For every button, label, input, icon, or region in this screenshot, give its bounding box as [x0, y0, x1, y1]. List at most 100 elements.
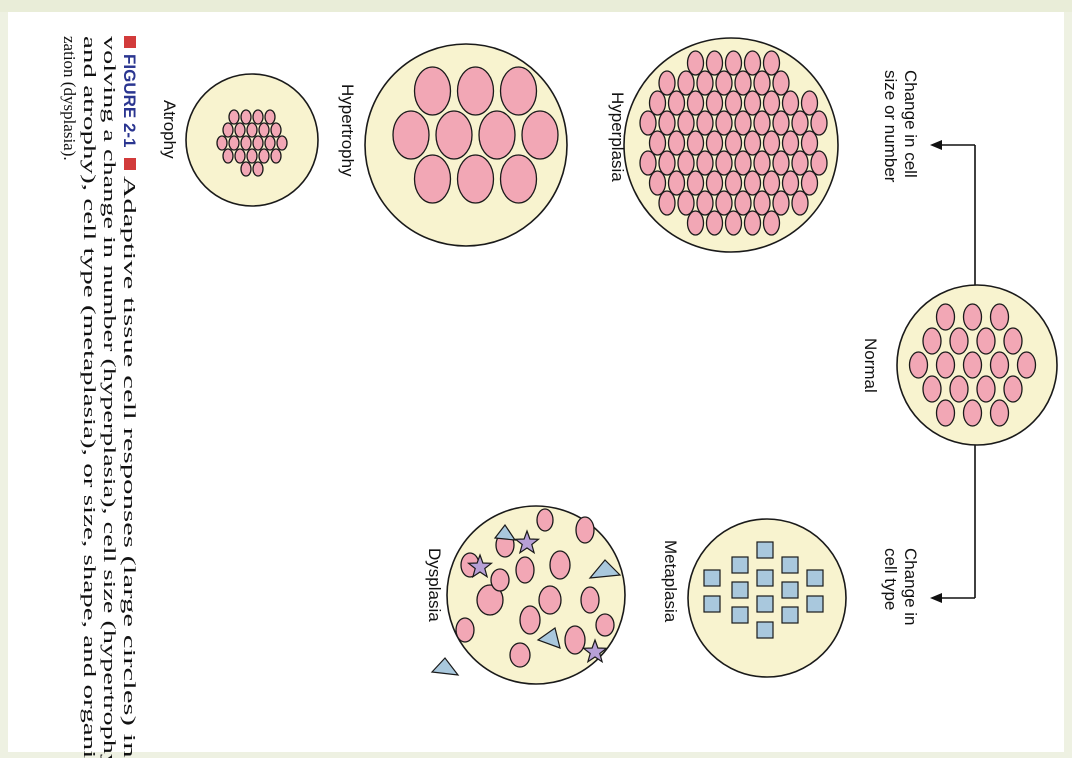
hyperplasia-cell [640, 151, 656, 175]
hyperplasia-cell [650, 131, 666, 155]
hyperplasia-cell [726, 51, 742, 75]
hyperplasia-cell [726, 91, 742, 115]
caption-line-4: zation (dysplasia). [60, 36, 79, 161]
metaplasia-cell [732, 557, 748, 573]
hyperplasia-cell [650, 91, 666, 115]
label-hypertrophy: Hypertrophy [338, 84, 357, 177]
hyperplasia-cell [735, 191, 751, 215]
atrophy-cell [229, 136, 239, 150]
metaplasia-cell [704, 596, 720, 612]
hyperplasia-cell [678, 191, 694, 215]
hyperplasia-cell [659, 151, 675, 175]
hyperplasia-cell [802, 91, 818, 115]
hyperplasia-cell [716, 191, 732, 215]
caption-line-3: and atrophy), cell type (metaplasia), or… [80, 36, 99, 758]
hyperplasia-cell [773, 151, 789, 175]
hyperplasia-cell [802, 171, 818, 195]
arrowhead-type-change [930, 593, 942, 603]
hyperplasia-cell [707, 131, 723, 155]
atrophy-cell [253, 162, 263, 176]
normal-cell [964, 304, 982, 330]
hyperplasia-cell [745, 211, 761, 235]
hyperplasia-cell [640, 111, 656, 135]
atrophy-cell [223, 123, 233, 137]
metaplasia-cell [757, 622, 773, 638]
hyperplasia-cell [716, 151, 732, 175]
dysplasia-cell [456, 618, 474, 642]
atrophy-cell [253, 136, 263, 150]
normal-cell [964, 352, 982, 378]
normal-cell [937, 400, 955, 426]
hyperplasia-cell [754, 71, 770, 95]
hypertrophy-cell [415, 155, 451, 203]
hyperplasia-cell [678, 111, 694, 135]
normal-cell [964, 400, 982, 426]
atrophy-cell [271, 149, 281, 163]
dysplasia-cell [550, 551, 570, 579]
dysplasia-cell [491, 569, 509, 591]
metaplasia-cell [807, 596, 823, 612]
metaplasia-cell [704, 570, 720, 586]
hypertrophy-cell [479, 111, 515, 159]
dysplasia-cell [539, 586, 561, 614]
normal-cell [991, 400, 1009, 426]
caption-line-2: volving a change in number (hyperplasia)… [100, 36, 119, 758]
hyperplasia-cell [650, 171, 666, 195]
hyperplasia-cell [688, 171, 704, 195]
hypertrophy-cell [415, 67, 451, 115]
normal-cell [991, 352, 1009, 378]
hyperplasia-cell [764, 211, 780, 235]
normal-cell [977, 328, 995, 354]
dysplasia-cell [576, 517, 594, 543]
dysplasia-irregular-cell [432, 658, 458, 675]
normal-cell [923, 376, 941, 402]
hyperplasia-cell [764, 91, 780, 115]
normal-cell [937, 304, 955, 330]
label-change-type-line1: Change in [901, 548, 920, 626]
hypertrophy-cell [393, 111, 429, 159]
hyperplasia-cell [659, 191, 675, 215]
hyperplasia-cell [688, 131, 704, 155]
metaplasia-cell [782, 582, 798, 598]
normal-cell [1004, 376, 1022, 402]
hyperplasia-cell [707, 171, 723, 195]
hyperplasia-cell [669, 131, 685, 155]
metaplasia-cell [757, 570, 773, 586]
label-change-size-line1: Change in cell [901, 70, 920, 178]
normal-cell [1018, 352, 1036, 378]
label-metaplasia: Metaplasia [661, 540, 680, 623]
caption-line-1: Adaptive tissue cell responses (large ci… [120, 176, 139, 758]
label-normal: Normal [861, 338, 880, 393]
hypertrophy-cell [458, 155, 494, 203]
hyperplasia-cell [669, 171, 685, 195]
hypertrophy-cell [436, 111, 472, 159]
hyperplasia-cell [802, 131, 818, 155]
hyperplasia-cell [754, 191, 770, 215]
atrophy-cell [217, 136, 227, 150]
atrophy-cell [265, 110, 275, 124]
dysplasia-cell [596, 614, 614, 636]
atrophy-cell [235, 149, 245, 163]
dysplasia-cell [520, 606, 540, 634]
label-change-size-line2: size or number [881, 70, 900, 183]
hypertrophy-cell [501, 67, 537, 115]
hyperplasia-cell [688, 211, 704, 235]
hyperplasia-cell [707, 51, 723, 75]
atrophy-cell [271, 123, 281, 137]
caption-figure-label: FIGURE 2-1 [120, 54, 139, 148]
dysplasia-cell [565, 626, 585, 654]
hyperplasia-cell [726, 171, 742, 195]
atrophy-cell [259, 123, 269, 137]
atrophy-cell [241, 136, 251, 150]
hyperplasia-cell [688, 51, 704, 75]
hyperplasia-cell [745, 171, 761, 195]
hyperplasia-cell [659, 111, 675, 135]
hyperplasia-cell [764, 51, 780, 75]
atrophy-cell [247, 149, 257, 163]
atrophy-cell [265, 136, 275, 150]
atrophy-cell [259, 149, 269, 163]
atrophy-cell [235, 123, 245, 137]
metaplasia-cell [782, 607, 798, 623]
metaplasia-cell [757, 596, 773, 612]
hyperplasia-cell [678, 151, 694, 175]
